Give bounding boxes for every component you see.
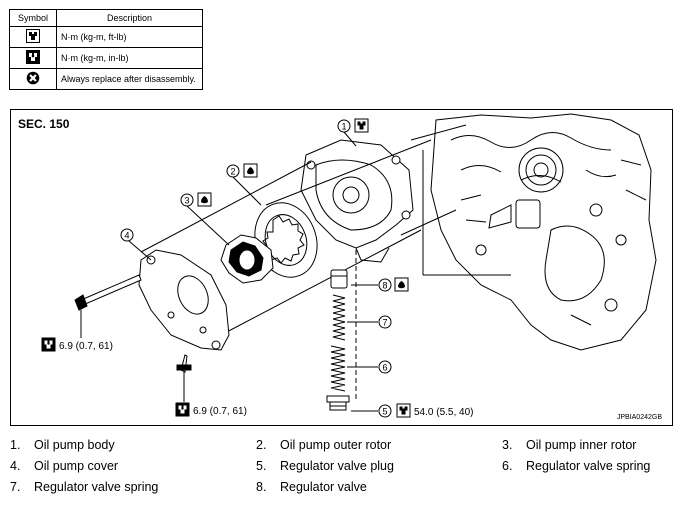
legend-description: N·m (kg-m, ft-lb) bbox=[56, 26, 203, 48]
cover-bolt-upper bbox=[74, 274, 142, 311]
svg-text:6.9 (0.7, 61): 6.9 (0.7, 61) bbox=[59, 341, 113, 352]
legend-header-symbol: Symbol bbox=[9, 9, 57, 27]
torque-wrench-small-icon bbox=[26, 50, 40, 64]
part-number: 2. bbox=[256, 438, 267, 452]
callout-3: 3 bbox=[180, 192, 230, 246]
cover-bolt-lower bbox=[176, 354, 192, 373]
regulator-valve-spring-6 bbox=[330, 345, 346, 392]
svg-text:6.9 (0.7, 61): 6.9 (0.7, 61) bbox=[193, 406, 247, 417]
part-number: 6. bbox=[502, 459, 513, 473]
svg-text:5: 5 bbox=[382, 407, 387, 417]
part-name: Oil pump body bbox=[34, 438, 115, 452]
regulator-valve-spring-7 bbox=[332, 294, 346, 341]
callout-4: 4 bbox=[120, 228, 152, 261]
svg-text:2: 2 bbox=[230, 167, 235, 177]
always-replace-icon bbox=[26, 71, 40, 85]
svg-text:7: 7 bbox=[382, 318, 387, 328]
part-item: 4. Oil pump cover bbox=[10, 459, 118, 473]
svg-text:6: 6 bbox=[382, 363, 387, 373]
oil-pump-cover bbox=[138, 249, 230, 351]
callout-8: 8 bbox=[351, 277, 409, 292]
legend-description: N·m (kg-m, in-lb) bbox=[56, 47, 203, 69]
part-name: Regulator valve spring bbox=[526, 459, 651, 473]
part-number: 1. bbox=[10, 438, 21, 452]
torque-lower-bolt: 6.9 (0.7, 61) bbox=[175, 372, 247, 417]
regulator-valve bbox=[330, 269, 348, 289]
legend-description: Always replace after disassembly. bbox=[56, 68, 203, 90]
section-label: SEC. 150 bbox=[18, 117, 70, 131]
part-name: Oil pump cover bbox=[34, 459, 119, 473]
oil-pump-body bbox=[300, 139, 414, 263]
callout-2: 2 bbox=[226, 163, 262, 206]
part-item: 3. Oil pump inner rotor bbox=[502, 438, 636, 452]
part-number: 5. bbox=[256, 459, 267, 473]
oil-pump-exploded-diagram: SEC. 150 bbox=[18, 113, 662, 421]
part-name: Oil pump outer rotor bbox=[280, 438, 392, 452]
part-number: 4. bbox=[10, 459, 21, 473]
part-item: 8. Regulator valve bbox=[256, 480, 367, 494]
svg-text:1: 1 bbox=[341, 122, 346, 132]
torque-plug: 54.0 (5.5, 40) bbox=[396, 403, 473, 418]
regulator-valve-plug bbox=[326, 395, 350, 411]
callout-1: 1 bbox=[337, 118, 369, 147]
legend-symbol-cell bbox=[9, 47, 57, 69]
part-name: Regulator valve bbox=[280, 480, 367, 494]
part-item: 6. Regulator valve spring bbox=[502, 459, 650, 473]
engine-block-illustration bbox=[430, 113, 657, 351]
svg-text:54.0 (5.5, 40): 54.0 (5.5, 40) bbox=[414, 407, 473, 418]
part-number: 7. bbox=[10, 480, 21, 494]
part-item: 1. Oil pump body bbox=[10, 438, 115, 452]
part-number: 8. bbox=[256, 480, 267, 494]
svg-text:8: 8 bbox=[382, 281, 387, 291]
svg-text:3: 3 bbox=[184, 196, 189, 206]
part-item: 5. Regulator valve plug bbox=[256, 459, 394, 473]
exploded-view-frame: SEC. 150 bbox=[10, 109, 673, 426]
part-name: Oil pump inner rotor bbox=[526, 438, 637, 452]
part-item: 7. Regulator valve spring bbox=[10, 480, 158, 494]
part-item: 2. Oil pump outer rotor bbox=[256, 438, 391, 452]
part-name: Regulator valve plug bbox=[280, 459, 394, 473]
callout-7: 7 bbox=[347, 315, 392, 329]
part-number: 3. bbox=[502, 438, 513, 452]
oil-pump-inner-rotor bbox=[220, 234, 274, 284]
callout-5: 5 bbox=[351, 404, 392, 418]
symbol-legend-table: Symbol Description N·m (kg-m, ft-lb) N·m… bbox=[9, 9, 203, 90]
assembly-guide-lines bbox=[140, 124, 511, 400]
callout-6: 6 bbox=[347, 360, 392, 374]
legend-symbol-cell bbox=[9, 68, 57, 90]
figure-code: JPBIA0242GB bbox=[617, 414, 662, 421]
torque-wrench-icon bbox=[26, 29, 40, 43]
torque-upper-bolt: 6.9 (0.7, 61) bbox=[41, 310, 113, 352]
svg-text:4: 4 bbox=[124, 231, 129, 241]
legend-symbol-cell bbox=[9, 26, 57, 48]
legend-header-description: Description bbox=[56, 9, 203, 27]
part-name: Regulator valve spring bbox=[34, 480, 159, 494]
parts-list: 1. Oil pump body 2. Oil pump outer rotor 3… bbox=[10, 438, 680, 502]
